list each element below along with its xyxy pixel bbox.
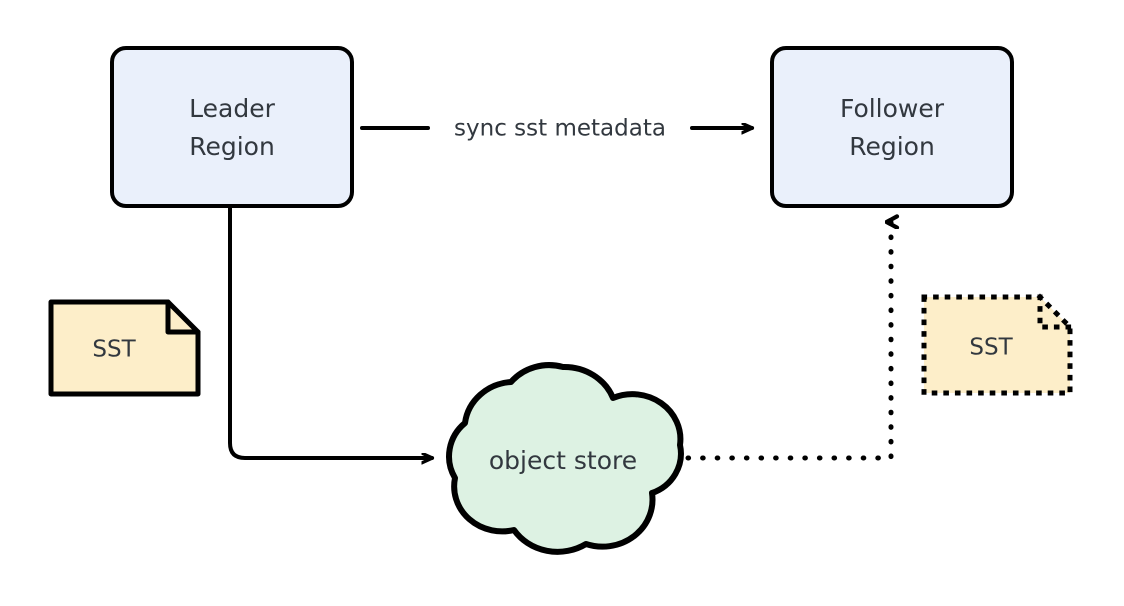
leader-region-box[interactable] — [110, 46, 354, 208]
follower-region-label-line2: Region — [849, 132, 935, 161]
sst-follower-fold-icon — [1037, 294, 1073, 330]
sst-follower-label: SST — [969, 335, 1013, 361]
sst-leader-body[interactable] — [48, 299, 201, 397]
leader-region-label-line2: Region — [189, 132, 275, 161]
sst-leader-fold-icon — [165, 299, 201, 335]
object-store-label: object store — [489, 446, 637, 475]
object-store-cloud-shape[interactable] — [446, 362, 684, 555]
node-follower-region[interactable]: Follower Region — [770, 46, 1014, 208]
edge-label-sync-metadata: sync sst metadata — [454, 116, 666, 142]
node-object-store[interactable]: object store — [446, 362, 684, 555]
sst-leader-label: SST — [92, 337, 136, 363]
node-sst-leader[interactable]: SST — [48, 299, 201, 397]
node-leader-region[interactable]: Leader Region — [110, 46, 354, 208]
follower-region-box[interactable] — [770, 46, 1014, 208]
edge-leader-to-store — [228, 204, 432, 458]
leader-region-label-line1: Leader — [189, 94, 275, 123]
follower-region-label-line1: Follower — [840, 94, 945, 123]
node-sst-follower[interactable]: SST — [921, 294, 1073, 396]
edge-sync-metadata: sync sst metadata — [360, 116, 752, 142]
sst-follower-body[interactable] — [921, 294, 1073, 396]
edge-store-to-follower — [685, 222, 891, 461]
